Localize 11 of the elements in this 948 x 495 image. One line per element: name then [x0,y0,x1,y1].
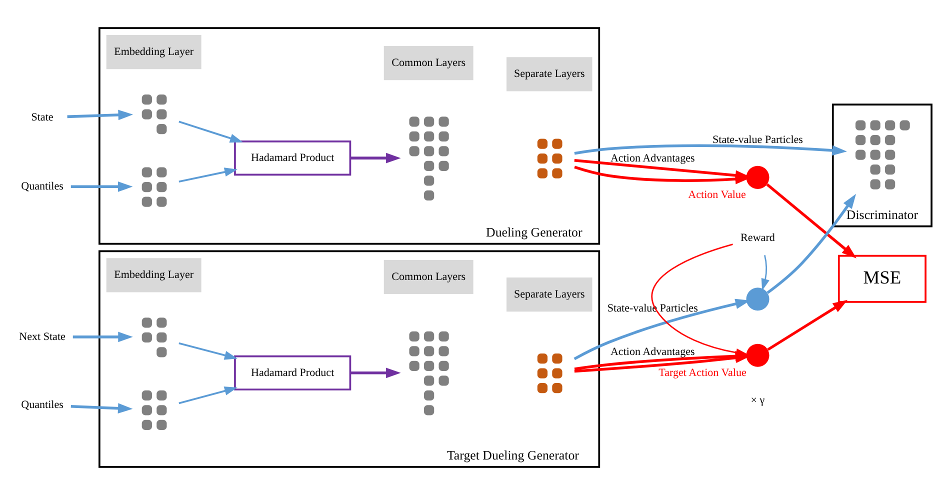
node-text: State [31,111,54,124]
edge-label: Action Advantages [610,346,695,358]
edge-label: Action Advantages [610,152,695,164]
edge-label: State-value Particles [712,134,803,146]
label: × γ [750,394,765,406]
node-label: Target Action Value [658,366,746,379]
node-text: Next State [19,330,66,343]
node-text: Reward [740,232,775,244]
node-text: Quantiles [21,399,64,412]
node-label: Action Value [688,188,746,201]
node-text: Quantiles [21,180,64,193]
